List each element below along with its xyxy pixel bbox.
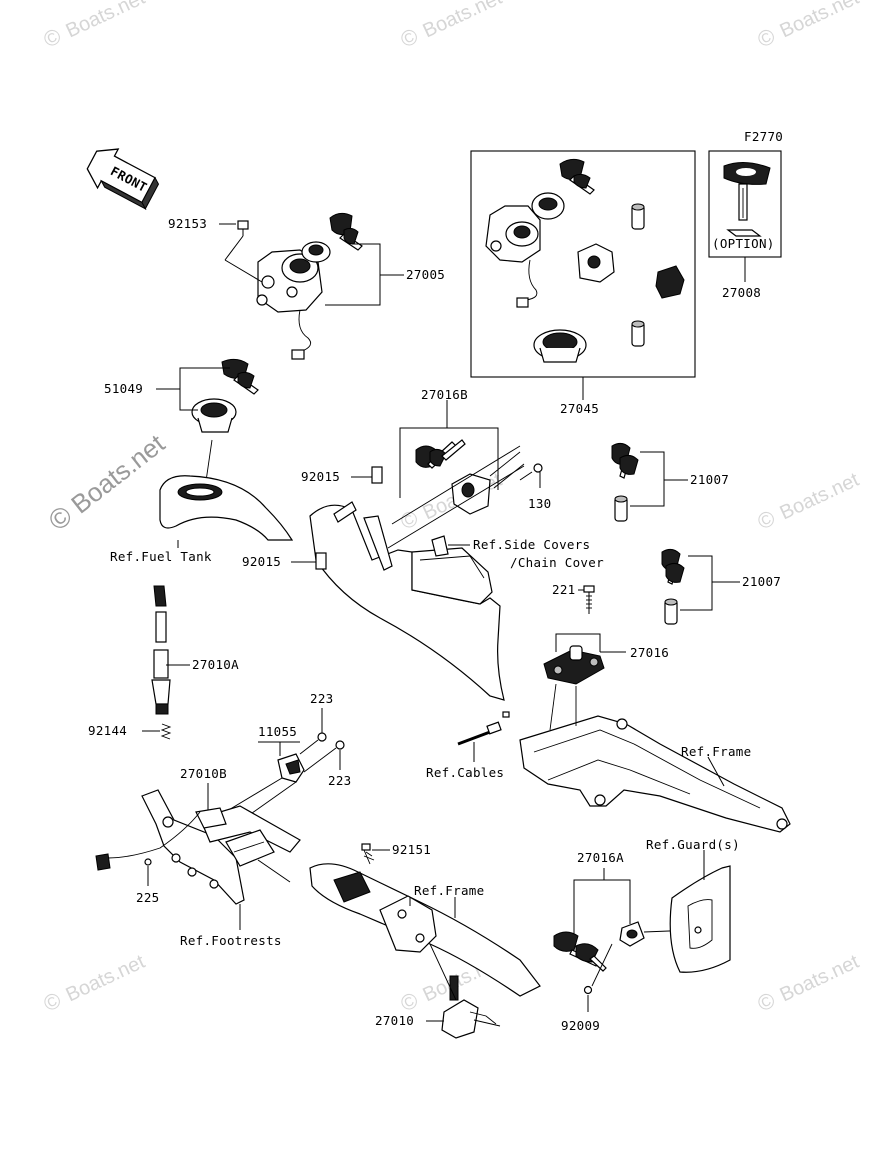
part-label-225: 225 [136,890,159,905]
svg-text:©: © [40,23,65,53]
rear-frame [519,683,791,833]
svg-text:©: © [40,987,65,1017]
watermark-1: © Boats.net [40,0,149,53]
svg-text:©: © [754,987,779,1017]
watermark-4: © Boats.net [397,469,506,535]
part-label-92015-lower: 92015 [242,554,281,569]
spring-92144 [160,723,172,740]
footrest-bracket [95,789,301,905]
key-set-kit [485,158,685,363]
part-label-21007-upper: 21007 [690,472,729,487]
part-label-27005: 27005 [406,267,445,282]
part-label-92153: 92153 [168,216,207,231]
guard-lock-keys [553,931,607,972]
diagram-code: F2770 [744,129,783,144]
key-blank-icon [723,162,771,237]
bolt-221 [583,585,595,614]
part-label-92144: 92144 [88,723,127,738]
option-label: (OPTION) [712,236,775,251]
part-label-92015-upper: 92015 [301,469,340,484]
part-label-27010A: 27010A [192,657,239,672]
screw-223-lower [303,740,345,773]
svg-text:Boats.net: Boats.net [65,428,171,520]
clip-92015-upper [371,466,383,484]
part-label-27045: 27045 [560,401,599,416]
watermark-2: © Boats.net [397,0,506,53]
ref-chain-cover: /Chain Cover [510,555,604,570]
ref-fuel-tank: Ref.Fuel Tank [110,549,212,564]
part-label-27016B: 27016B [421,387,468,402]
svg-text:Boats.net: Boats.net [777,0,863,42]
guard-reference [669,865,731,973]
ref-cables: Ref.Cables [426,765,504,780]
part-label-92009: 92009 [561,1018,600,1033]
key-set-21007-lower [661,548,685,625]
part-label-27016A: 27016A [577,850,624,865]
svg-text:Boats.net: Boats.net [420,0,506,42]
part-label-21007-lower: 21007 [742,574,781,589]
fuel-cap-assembly [159,358,294,541]
watermark-3: © Boats.net [754,0,863,53]
watermark-5: © Boats.net [754,469,863,535]
watermark-8: © Boats.net [754,951,863,1017]
svg-text:Boats.net: Boats.net [777,951,863,1007]
switch-27010A [151,585,171,715]
svg-text:Boats.net: Boats.net [63,951,149,1007]
part-label-51049: 51049 [104,381,143,396]
ref-side-covers: Ref.Side Covers [473,537,590,552]
svg-text:©: © [754,23,779,53]
part-label-221: 221 [552,582,575,597]
watermark-6: © Boats.net [40,951,149,1017]
seat-lock [451,451,525,515]
side-cover [309,445,525,701]
svg-text:Boats.net: Boats.net [777,469,863,525]
bolt-92151 [361,843,375,865]
part-label-27010B: 27010B [180,766,227,781]
ignition-switch-assembly [224,212,363,360]
svg-text:©: © [754,505,779,535]
part-label-223-lower: 223 [328,773,351,788]
part-label-27010: 27010 [375,1013,414,1028]
svg-text:©: © [397,23,422,53]
screw-92009 [583,943,613,995]
bracket-11055 [277,753,305,783]
screw-130 [519,463,543,488]
clip-92015-lower [315,552,327,570]
part-label-27008: 27008 [722,285,761,300]
part-label-223-upper: 223 [310,691,333,706]
ref-frame-lower: Ref.Frame [414,883,484,898]
ref-frame-rear: Ref.Frame [681,744,751,759]
lower-frame [309,863,541,997]
part-label-92151: 92151 [392,842,431,857]
part-label-130: 130 [528,496,551,511]
watermark-large: © Boats.net [43,428,171,537]
front-arrow-icon: FRONT [86,148,160,211]
part-label-11055: 11055 [258,724,297,739]
ref-footrests: Ref.Footrests [180,933,282,948]
lock-bracket-27016 [543,645,605,685]
seat-lock-keys [415,439,466,469]
screw-223-upper [299,732,327,755]
sidestand-switch-27010 [429,943,501,1039]
part-label-27016: 27016 [630,645,669,660]
cables [457,711,510,746]
ref-guards: Ref.Guard(s) [646,837,740,852]
key-set-21007-upper [611,442,639,522]
svg-text:Boats.net: Boats.net [63,0,149,42]
